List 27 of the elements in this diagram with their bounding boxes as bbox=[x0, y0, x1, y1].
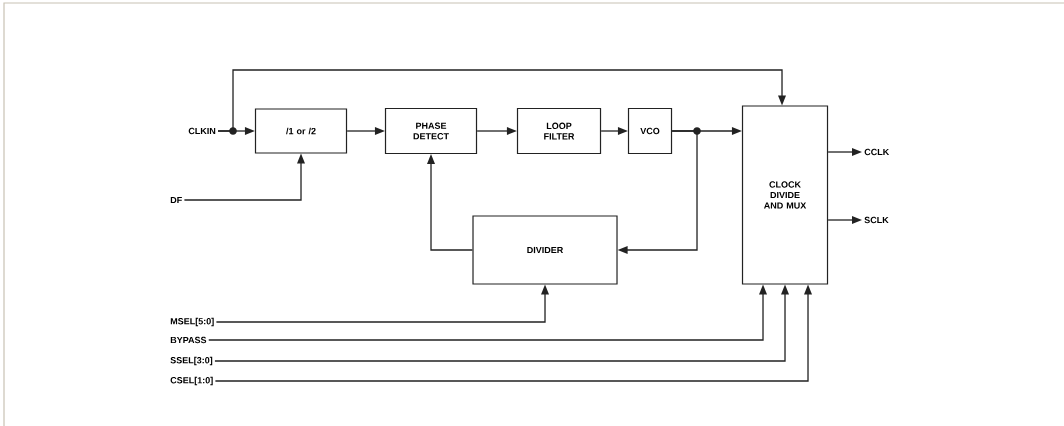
arrow bbox=[827, 216, 862, 224]
block-box: DIVIDER bbox=[472, 215, 618, 285]
arrow bbox=[217, 69, 786, 132]
signal-label: BYPASS bbox=[170, 336, 207, 344]
signal-label: CCLK bbox=[864, 148, 890, 156]
signal-label: SCLK bbox=[864, 216, 889, 224]
arrow bbox=[427, 154, 474, 251]
arrow bbox=[346, 127, 385, 135]
arrow bbox=[617, 130, 698, 254]
block-box: PHASE DETECT bbox=[384, 107, 478, 155]
arrow bbox=[827, 148, 862, 156]
arrow bbox=[215, 284, 549, 323]
block-box: VCO bbox=[627, 107, 673, 155]
arrow bbox=[183, 153, 305, 201]
signal-label: MSEL[5:0] bbox=[170, 317, 214, 327]
arrow bbox=[214, 284, 812, 382]
block-box: CLOCK DIVIDE AND MUX bbox=[741, 105, 829, 285]
block-box: /1 or /2 bbox=[254, 108, 348, 154]
signal-label: SSEL[3:0] bbox=[170, 356, 213, 366]
block-box: LOOP FILTER bbox=[516, 107, 602, 155]
arrow bbox=[208, 284, 767, 341]
arrow bbox=[476, 127, 517, 135]
arrow bbox=[600, 127, 628, 135]
arrow bbox=[214, 284, 789, 362]
signal-label: CSEL[1:0] bbox=[170, 376, 213, 386]
signal-label: CLKIN bbox=[188, 127, 216, 135]
signal-label: DF bbox=[170, 196, 182, 204]
